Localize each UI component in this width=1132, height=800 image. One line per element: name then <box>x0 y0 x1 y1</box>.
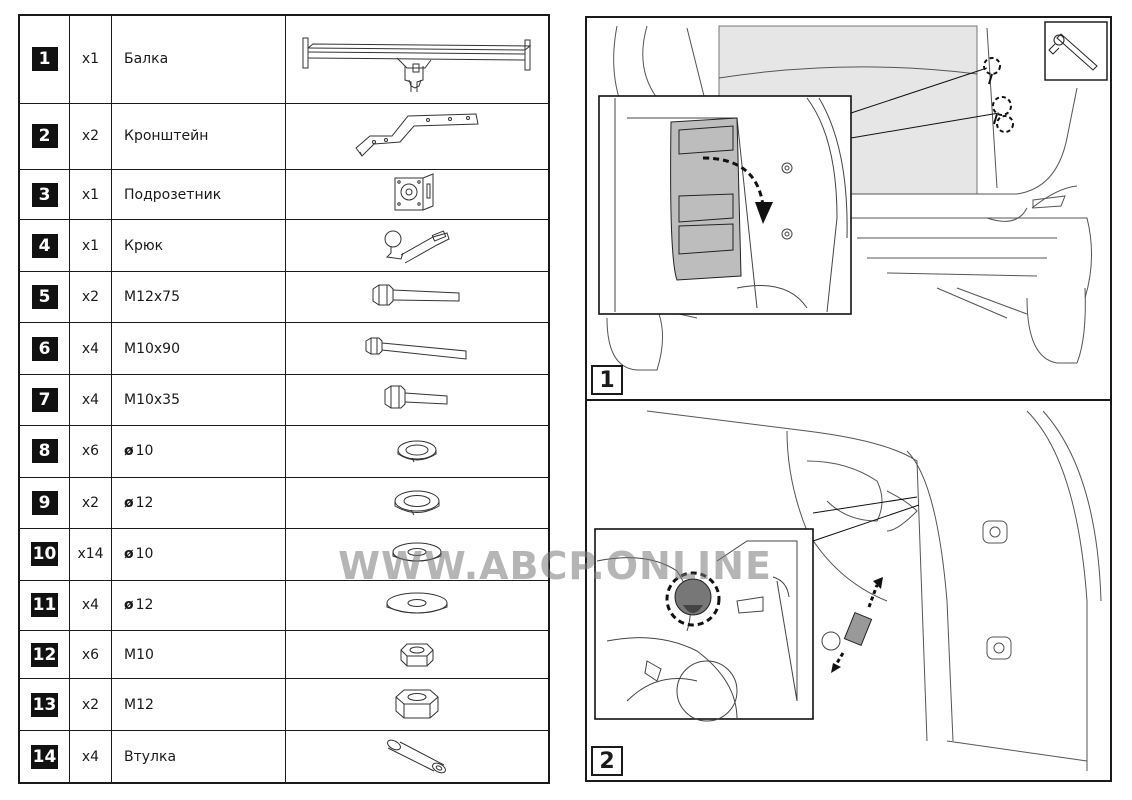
flat-washer-icon <box>392 542 442 562</box>
part-name: M10 <box>112 631 286 679</box>
part-name: Балка <box>112 16 286 103</box>
part-number: 5 <box>31 285 58 310</box>
part-number: 14 <box>30 744 59 769</box>
figure-1: 1 <box>585 16 1112 401</box>
bolt-icon <box>372 284 460 306</box>
part-qty: x2 <box>70 272 112 323</box>
part-number: 12 <box>30 642 59 667</box>
figure-label: 1 <box>591 365 623 395</box>
table-row: 6 x4 M10x90 <box>20 323 548 376</box>
long-bolt-icon <box>365 337 467 360</box>
diameter-symbol: ø <box>124 546 134 563</box>
part-number: 1 <box>31 47 58 72</box>
sleeve-icon <box>387 739 446 773</box>
part-number: 10 <box>30 542 59 567</box>
table-row: 14 x4 Втулка <box>20 731 548 782</box>
remove-rear-harness-clips-diagram <box>594 410 1102 771</box>
diameter-symbol: ø <box>124 597 134 614</box>
part-qty: x2 <box>70 679 112 731</box>
table-row: 2 x2 Кронштейн <box>20 103 548 170</box>
diameter-symbol: ø <box>124 494 134 511</box>
part-name: M12 <box>112 679 286 731</box>
short-bolt-icon <box>384 385 448 409</box>
diameter-symbol: ø <box>124 443 134 460</box>
tow-ball-hook-icon <box>384 230 450 264</box>
part-number: 11 <box>30 593 59 618</box>
parts-table: 1 x1 Балка 2 x2 Кронштейн <box>18 14 550 784</box>
table-row: 7 x4 M10x35 <box>20 375 548 426</box>
part-number: 4 <box>31 233 58 258</box>
part-qty: x2 <box>70 477 112 528</box>
figure-2: 2 <box>585 399 1112 782</box>
part-qty: x1 <box>70 220 112 272</box>
part-qty: x6 <box>70 425 112 477</box>
part-qty: x1 <box>70 169 112 220</box>
part-number: 3 <box>31 182 58 207</box>
part-number: 13 <box>30 692 59 717</box>
spring-washer-icon <box>397 440 437 463</box>
table-row: 13 x2 M12 <box>20 679 548 732</box>
table-row: 3 x1 Подрозетник <box>20 169 548 221</box>
part-qty: x2 <box>70 103 112 169</box>
part-qty: x4 <box>70 323 112 375</box>
part-name: Кронштейн <box>112 103 286 169</box>
table-row: 5 x2 M12x75 <box>20 272 548 324</box>
hex-nut-icon <box>395 689 439 719</box>
part-name: Втулка <box>112 731 286 782</box>
part-qty: x1 <box>70 16 112 103</box>
part-name: Крюк <box>112 220 286 272</box>
tow-beam-icon <box>302 37 532 92</box>
part-qty: x4 <box>70 731 112 782</box>
part-name: M10x35 <box>112 375 286 425</box>
part-qty: x6 <box>70 631 112 679</box>
table-row: 4 x1 Крюк <box>20 220 548 273</box>
spring-washer-icon <box>394 490 440 515</box>
part-name: Подрозетник <box>112 169 286 220</box>
part-qty: x4 <box>70 375 112 425</box>
figure-label: 2 <box>591 746 623 776</box>
part-number: 9 <box>31 490 58 515</box>
part-name: M10x90 <box>112 323 286 375</box>
part-number: 2 <box>31 124 58 149</box>
socket-plate-icon <box>394 172 434 211</box>
part-number: 7 <box>31 388 58 412</box>
table-row: 12 x6 M10 <box>20 631 548 680</box>
part-number: 6 <box>31 336 58 361</box>
part-name: M12x75 <box>112 272 286 323</box>
table-row: 1 x1 Балка <box>20 16 548 104</box>
part-qty: x14 <box>70 528 112 580</box>
flat-washer-icon <box>386 592 448 614</box>
part-number: 8 <box>31 439 58 464</box>
part-qty: x4 <box>70 580 112 631</box>
remove-trunk-trim-clips-diagram <box>598 21 1108 371</box>
hex-nut-icon <box>400 643 434 667</box>
bracket-icon <box>355 113 479 157</box>
